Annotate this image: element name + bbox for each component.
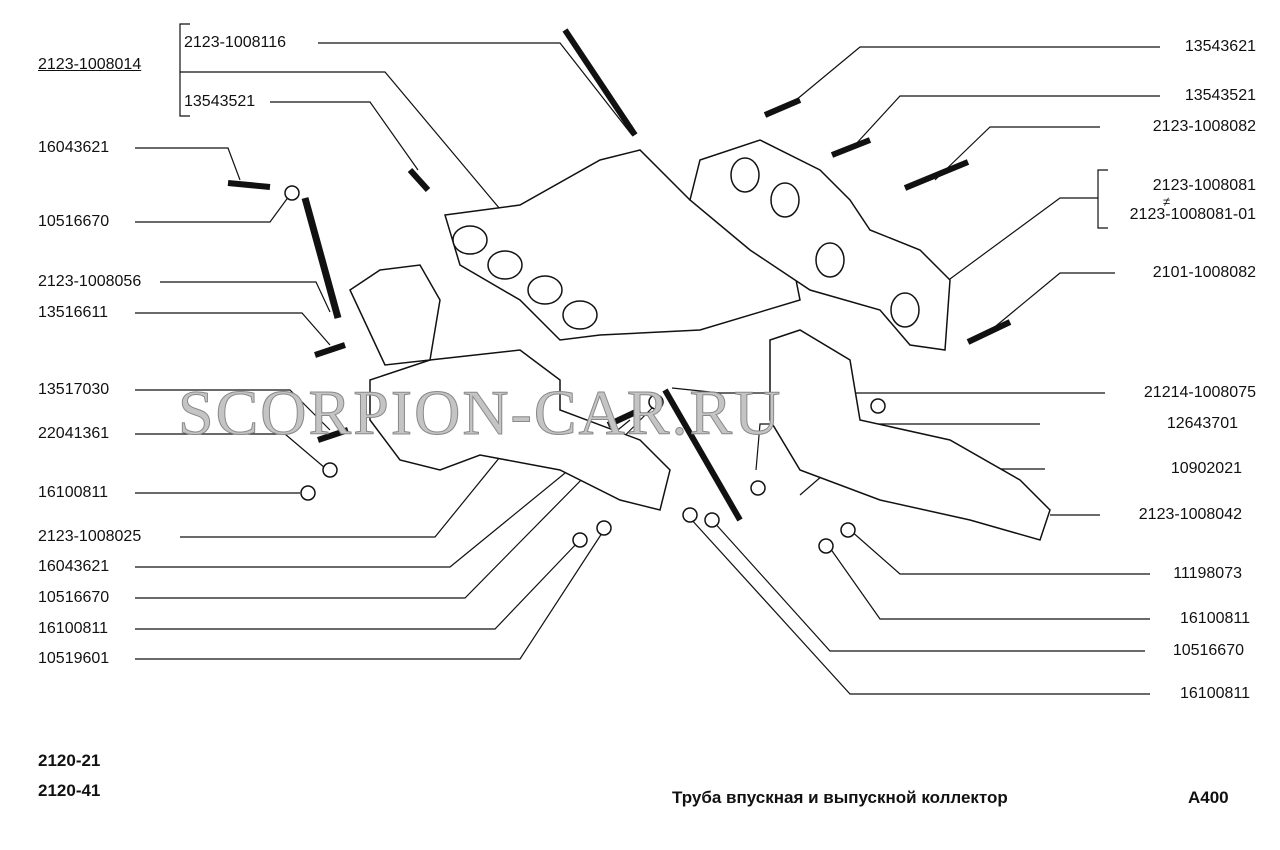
leader-line (689, 517, 1150, 695)
leader-line (789, 46, 1160, 106)
part-label: 13543621 (1184, 38, 1256, 55)
nut-washer (704, 512, 720, 528)
nut-washer (300, 485, 316, 501)
assembly-bracket (179, 23, 190, 117)
page-code: A400 (1188, 788, 1229, 807)
nut-washer (648, 394, 664, 410)
port-hole (452, 225, 488, 255)
stud (606, 407, 642, 428)
part-label: 16100811 (1180, 685, 1250, 702)
leader-line (160, 281, 331, 313)
part-label: 13517030 (38, 381, 110, 398)
port-hole (815, 242, 845, 278)
parts-drawing (227, 28, 1051, 554)
part-label: 2123-1008081-01 (1129, 206, 1256, 223)
leader-line (711, 519, 1145, 652)
stud (903, 159, 970, 191)
nut-washer (870, 398, 886, 414)
exhaust-manifold (689, 139, 951, 351)
port-hole (890, 292, 920, 328)
support-rod (662, 388, 743, 522)
leader-line (135, 191, 293, 223)
leader-line (135, 539, 581, 630)
part-label: 16043621 (38, 139, 110, 156)
part-label: 2123-1008025 (38, 528, 142, 545)
part-label: 2123-1008116 (184, 34, 287, 51)
downpipe (369, 349, 671, 511)
part-label: 2123-1008081 (1152, 177, 1256, 194)
nut-washer (322, 462, 338, 478)
nut-washer (572, 532, 588, 548)
leader-line (135, 433, 326, 469)
stud (407, 167, 431, 193)
leader-line (135, 312, 331, 346)
assembly-label: 2123-1008014 (38, 56, 142, 73)
leader-line (190, 71, 506, 216)
part-label: 22041361 (38, 425, 110, 442)
stud (830, 137, 872, 158)
nut-washer (596, 520, 612, 536)
port-hole (770, 182, 800, 218)
leader-line (755, 423, 1040, 471)
part-label: 11198073 (1173, 565, 1242, 582)
part-label: 13543521 (184, 93, 256, 110)
stud (763, 97, 802, 118)
part-label: 16043621 (38, 558, 110, 575)
stud (227, 180, 271, 190)
part-label: 2123-1008056 (38, 273, 142, 290)
model-code: 2120-21 (38, 751, 101, 770)
nut-washer (818, 538, 834, 554)
watermark: SCORPION-CAR.RU (177, 377, 783, 448)
stud (966, 319, 1012, 345)
part-label: 21214-1008075 (1143, 384, 1256, 401)
leader-line (934, 126, 1100, 181)
part-label: 13516611 (38, 304, 108, 321)
leader-line (671, 387, 1105, 394)
part-label: 16100811 (1180, 610, 1250, 627)
part-label: 2101-1008082 (1152, 264, 1256, 281)
part-label: 2123-1008082 (1152, 118, 1256, 135)
part-label: 10516670 (38, 213, 110, 230)
leader-line (135, 529, 605, 660)
leader-line (984, 272, 1115, 336)
part-label: 10516670 (38, 589, 110, 606)
alt-bracket (1097, 169, 1108, 229)
leader-lines (135, 42, 1160, 695)
stud (314, 342, 346, 358)
part-label: 16100811 (38, 620, 108, 637)
nut-washer (682, 507, 698, 523)
diagram-title: Труба впускная и выпускной коллектор (672, 788, 1008, 807)
nut-washer (750, 480, 766, 496)
port-hole (487, 250, 523, 280)
part-label: 10516670 (1172, 642, 1244, 659)
support-rod (301, 197, 342, 319)
port-hole (527, 275, 563, 305)
part-label: 2123-1008042 (1138, 506, 1242, 523)
part-label: 13543521 (1184, 87, 1256, 104)
alt-symbol: ≠ (1163, 194, 1171, 209)
leader-line (854, 95, 1160, 146)
model-code: 2120-41 (38, 781, 101, 800)
leader-line (270, 101, 419, 171)
leader-line (135, 389, 331, 431)
nut-washer (840, 522, 856, 538)
pipe-elbow (349, 264, 441, 366)
leader-line (849, 529, 1150, 575)
leader-line (318, 42, 633, 136)
heat-shield (769, 329, 1051, 541)
port-hole (730, 157, 760, 193)
stud (317, 427, 349, 443)
part-label: 10902021 (1170, 460, 1242, 477)
nut-washer (284, 185, 300, 201)
leader-line (829, 547, 1150, 620)
part-label: 16100811 (38, 484, 108, 501)
port-hole (562, 300, 598, 330)
part-label: 10519601 (38, 650, 110, 667)
leader-line (135, 147, 241, 181)
stud (562, 28, 638, 137)
part-label: 12643701 (1166, 415, 1238, 432)
leader-line (934, 197, 1098, 291)
